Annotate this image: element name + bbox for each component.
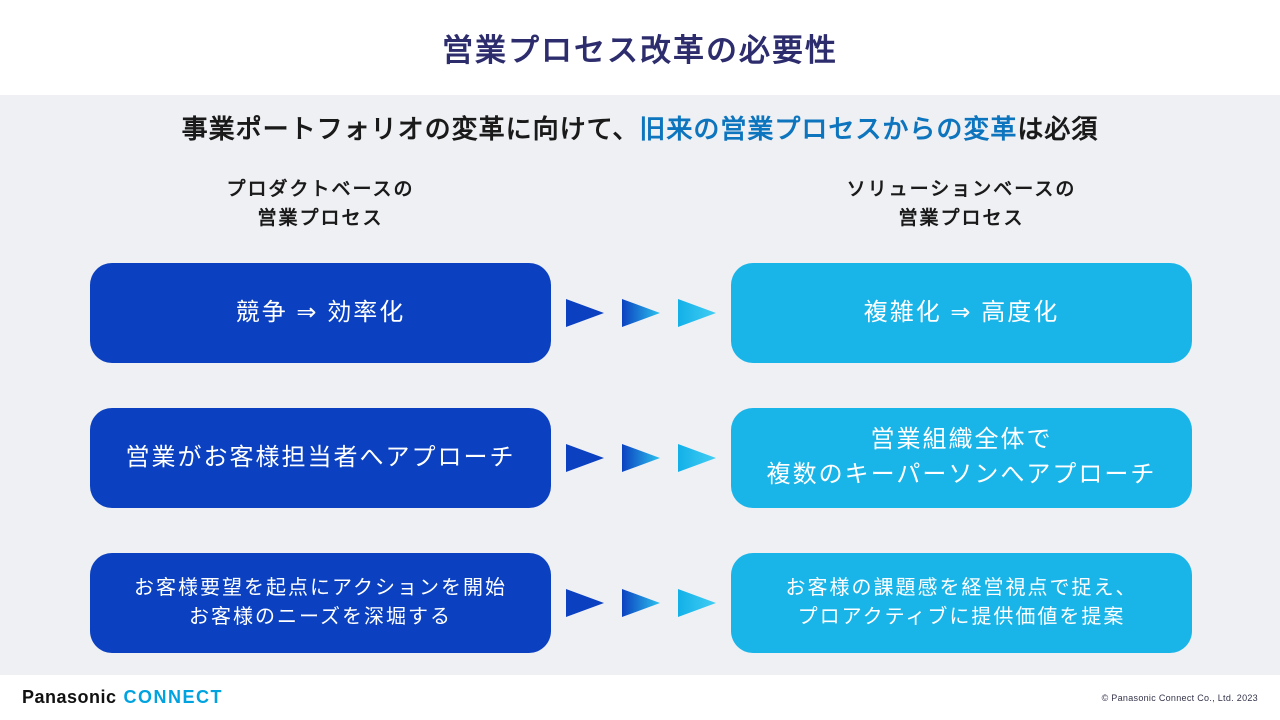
arrow-group (551, 553, 731, 653)
arrow-triangle-icon (678, 444, 716, 472)
process-box-line: お客様の課題感を経営視点で捉え、 (785, 577, 1138, 599)
subtitle-highlight: 旧来の営業プロセスからの変革 (639, 114, 1018, 144)
process-box-old-3: お客様要望を起点にアクションを開始 お客様のニーズを深堀する (90, 553, 551, 653)
column-header-solution: ソリューションベースの 営業プロセス (731, 176, 1192, 233)
arrow-group (551, 408, 731, 508)
process-box-line: 営業がお客様担当者へアプローチ (125, 443, 516, 471)
column-header-line: 営業プロセス (898, 207, 1025, 229)
process-box-line: 複雑化 ⇒ 高度化 (863, 298, 1060, 326)
arrow-group (551, 263, 731, 363)
logo-connect-text: CONNECT (123, 687, 224, 707)
column-header-line: プロダクトベースの (226, 179, 415, 200)
process-box-line: 複数のキーパーソンへアプローチ (766, 461, 1157, 488)
arrow-triangle-icon (678, 589, 716, 617)
process-box-line: 競争 ⇒ 効率化 (235, 298, 406, 326)
subtitle-prefix: 事業ポートフォリオの変革に向けて、 (181, 114, 640, 144)
process-box-line: お客様要望を起点にアクションを開始 (134, 577, 507, 599)
process-box-new-3: お客様の課題感を経営視点で捉え、 プロアクティブに提供価値を提案 (731, 553, 1192, 653)
subtitle-suffix: は必須 (1017, 114, 1099, 144)
arrow-triangle-icon (622, 589, 660, 617)
arrow-triangle-icon (566, 299, 604, 327)
arrow-triangle-icon (566, 444, 604, 472)
process-box-new-1: 複雑化 ⇒ 高度化 (731, 263, 1192, 363)
footer-band: Panasonic CONNECT © Panasonic Connect Co.… (0, 675, 1280, 720)
arrow-triangle-icon (622, 444, 660, 472)
process-box-new-2: 営業組織全体で 複数のキーパーソンへアプローチ (731, 408, 1192, 508)
process-box-line: 営業組織全体で (870, 426, 1053, 454)
process-box-old-1: 競争 ⇒ 効率化 (90, 263, 551, 363)
arrow-triangle-icon (622, 299, 660, 327)
arrow-triangle-icon (566, 589, 604, 617)
page-title: 営業プロセス改革の必要性 (442, 33, 838, 68)
process-box-old-2: 営業がお客様担当者へアプローチ (90, 408, 551, 508)
process-box-line: お客様のニーズを深堀する (189, 606, 452, 628)
copyright-text: © Panasonic Connect Co., Ltd. 2023 (1101, 692, 1258, 703)
header-band: 営業プロセス改革の必要性 (0, 0, 1280, 95)
column-header-line: ソリューションベースの (846, 179, 1077, 200)
panasonic-connect-logo: Panasonic CONNECT (22, 687, 223, 708)
logo-brand-text: Panasonic (22, 687, 117, 707)
arrow-triangle-icon (678, 299, 716, 327)
process-box-line: プロアクティブに提供価値を提案 (797, 606, 1126, 628)
column-header-product: プロダクトベースの 営業プロセス (90, 176, 551, 233)
column-header-line: 営業プロセス (257, 207, 384, 229)
subtitle: 事業ポートフォリオの変革に向けて、旧来の営業プロセスからの変革は必須 (0, 109, 1280, 146)
